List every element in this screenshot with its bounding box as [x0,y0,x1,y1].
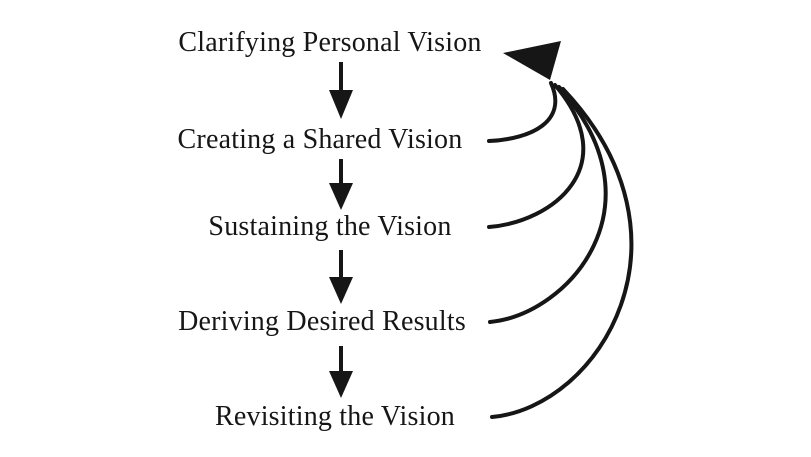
down-arrowhead-icon [329,277,353,304]
step-label-sustaining-the-vision: Sustaining the Vision [208,211,452,242]
down-arrow-step2-to-step3 [329,159,353,210]
feedback-curve-step5-to-step1 [490,87,634,419]
down-arrowhead-icon [329,183,353,210]
step-label-clarifying-personal-vision: Clarifying Personal Vision [178,27,482,58]
down-arrow-step4-to-step5 [329,346,353,398]
feedback-curve-step3-to-step1 [487,83,586,229]
step-label-creating-a-shared-vision: Creating a Shared Vision [177,124,463,155]
down-arrowhead-icon [329,90,353,119]
feedback-curve-step4-to-step1 [488,85,608,324]
feedback-curve-step2-to-step1 [487,81,558,143]
step-label-revisiting-the-vision: Revisiting the Vision [214,401,455,432]
feedback-arrowhead-icon [503,41,561,80]
step-label-deriving-desired-results: Deriving Desired Results [178,306,466,337]
down-arrowhead-icon [329,371,353,398]
down-arrow-step3-to-step4 [329,250,353,304]
down-arrow-step1-to-step2 [329,62,353,119]
